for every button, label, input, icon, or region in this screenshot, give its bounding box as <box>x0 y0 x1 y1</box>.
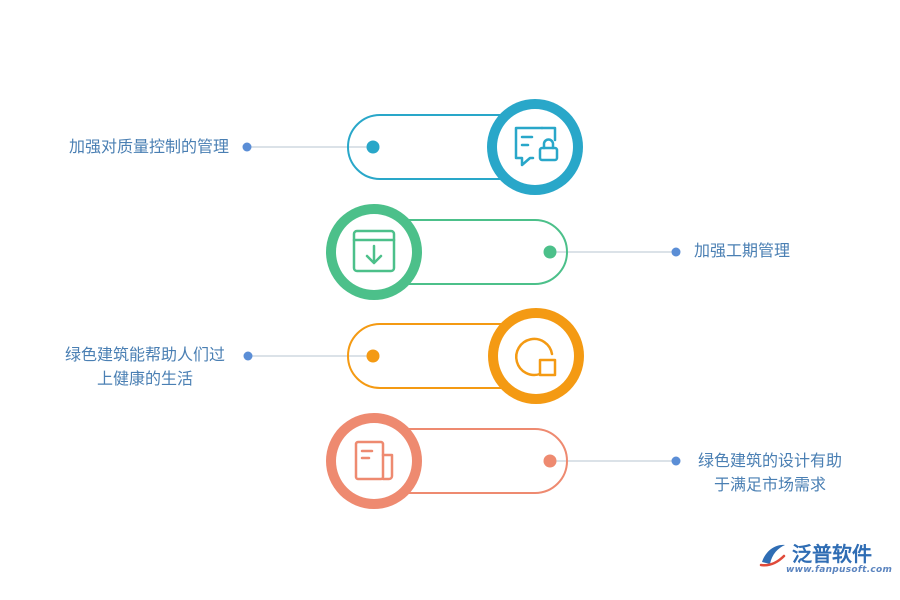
chat-lock-icon <box>514 126 559 167</box>
pill-outline-2 <box>374 219 568 285</box>
document-icon <box>354 440 394 481</box>
pill-outline-4 <box>374 428 568 494</box>
brand-url: www.fanpusoft.com <box>786 565 893 575</box>
inbox-download-icon <box>352 229 396 273</box>
item-label-1: 加强对质量控制的管理 <box>68 137 229 156</box>
pill-dot-4 <box>543 454 557 468</box>
item-label-2: 加强工期管理 <box>694 241 791 260</box>
item-4 <box>326 413 681 509</box>
end-dot-1 <box>242 142 252 152</box>
brand-swoosh-icon <box>759 544 786 567</box>
pill-dot-3 <box>366 349 380 363</box>
end-dot-4 <box>671 456 681 466</box>
item-label-3: 绿色建筑能帮助人们过 上健康的生活 <box>64 345 225 388</box>
pill-dot-1 <box>366 140 380 154</box>
end-dot-3 <box>243 351 253 361</box>
pill-outline-1 <box>347 114 535 180</box>
brand-name: 泛普软件 <box>792 542 872 566</box>
brand-logo: 泛普软件 www.fanpusoft.com <box>756 538 892 586</box>
pie-square-icon <box>515 337 557 377</box>
item-3 <box>243 308 584 404</box>
pill-dot-2 <box>543 245 557 259</box>
item-2 <box>326 204 681 300</box>
item-1 <box>242 99 583 195</box>
pill-outline-3 <box>347 323 535 389</box>
end-dot-2 <box>671 247 681 257</box>
item-label-4: 绿色建筑的设计有助 于满足市场需求 <box>698 451 843 494</box>
